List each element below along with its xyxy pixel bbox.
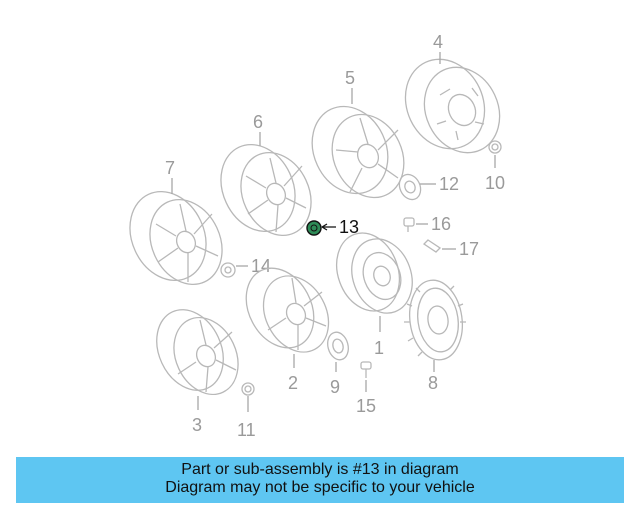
- callout-8[interactable]: 8: [428, 373, 438, 393]
- callout-9[interactable]: 9: [330, 377, 340, 397]
- wheel-7[interactable]: [116, 179, 235, 296]
- callout-11[interactable]: 11: [237, 420, 256, 440]
- part-12-center-cap[interactable]: [395, 171, 424, 203]
- part-16-bolt[interactable]: [403, 217, 415, 232]
- part-11-lug-bolt[interactable]: [241, 382, 255, 396]
- callout-16[interactable]: 16: [431, 214, 451, 234]
- info-banner: Part or sub-assembly is #13 in diagram D…: [16, 457, 624, 503]
- wheel-3[interactable]: [144, 299, 250, 405]
- callout-15[interactable]: 15: [356, 396, 376, 416]
- part-15-bolt[interactable]: [360, 361, 372, 378]
- callout-6[interactable]: 6: [253, 112, 263, 132]
- banner-line-1: Part or sub-assembly is #13 in diagram: [181, 461, 459, 478]
- wheel-6[interactable]: [207, 132, 324, 246]
- part-14-lug-nut[interactable]: [220, 262, 236, 278]
- part-13-highlighted[interactable]: [306, 220, 322, 236]
- part-10-nut[interactable]: [488, 140, 502, 154]
- banner-line-2: Diagram may not be specific to your vehi…: [165, 479, 475, 496]
- callout-7[interactable]: 7: [165, 158, 175, 178]
- callout-3[interactable]: 3: [192, 415, 202, 435]
- wheel-2[interactable]: [233, 256, 341, 363]
- wheel-8-hubcap[interactable]: [404, 277, 467, 363]
- leader-13: [321, 223, 336, 231]
- callout-2[interactable]: 2: [288, 373, 298, 393]
- part-9-cap[interactable]: [325, 330, 352, 362]
- wheel-1[interactable]: [326, 224, 422, 321]
- callout-13[interactable]: 13: [339, 217, 359, 237]
- callout-10[interactable]: 10: [485, 173, 505, 193]
- callout-1[interactable]: 1: [374, 338, 384, 358]
- wheel-5[interactable]: [298, 94, 417, 209]
- callout-4[interactable]: 4: [433, 32, 443, 52]
- callout-17[interactable]: 17: [459, 239, 479, 259]
- parts-diagram: 4 5 6 7 10 12 13: [116, 32, 513, 440]
- callout-14[interactable]: 14: [251, 256, 271, 276]
- part-17-valve[interactable]: [422, 239, 442, 253]
- callout-12[interactable]: 12: [439, 174, 459, 194]
- callout-5[interactable]: 5: [345, 68, 355, 88]
- wheel-4[interactable]: [391, 46, 513, 165]
